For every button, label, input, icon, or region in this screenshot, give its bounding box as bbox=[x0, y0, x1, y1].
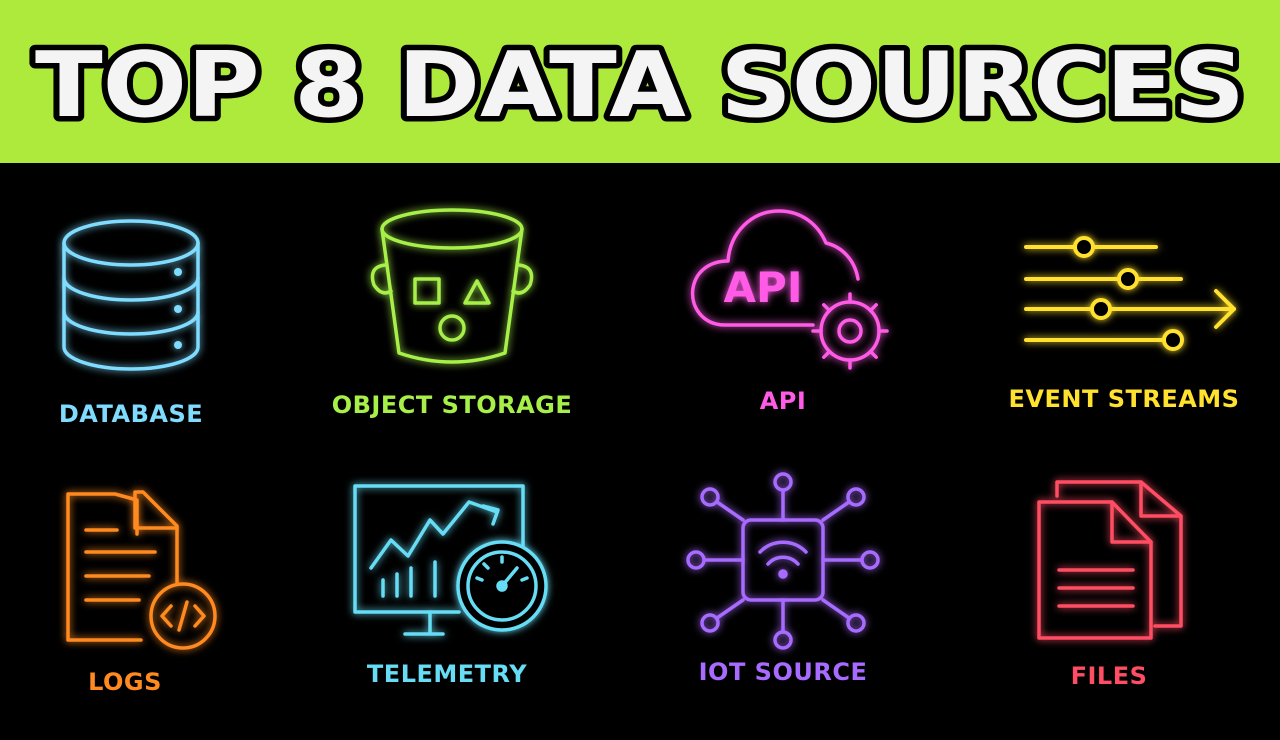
label-telemetry: TELEMETRY bbox=[366, 660, 528, 688]
source-database: DATABASE bbox=[0, 195, 281, 465]
label-object-storage: OBJECT STORAGE bbox=[331, 391, 573, 419]
api-icon-text: API bbox=[724, 263, 803, 312]
label-iot-source: IOT SOURCE bbox=[698, 658, 868, 686]
label-logs: LOGS bbox=[88, 668, 162, 696]
title-banner: TOP 8 DATA SOURCES bbox=[0, 0, 1280, 163]
source-logs: LOGS bbox=[0, 470, 275, 740]
source-files: FILES bbox=[959, 470, 1259, 740]
cloud-api-gear-icon: API bbox=[690, 209, 889, 370]
bucket-icon bbox=[370, 208, 534, 364]
files-icon bbox=[1037, 480, 1183, 640]
title-svg: TOP 8 DATA SOURCES bbox=[30, 28, 1251, 144]
gear-icon bbox=[811, 292, 889, 370]
monitor-gauge-icon bbox=[353, 484, 548, 636]
source-api: API API bbox=[633, 195, 933, 465]
label-api: API bbox=[759, 387, 807, 415]
source-event-streams: EVENT STREAMS bbox=[974, 195, 1274, 465]
database-icon bbox=[62, 219, 200, 371]
label-files: FILES bbox=[1070, 662, 1148, 690]
source-iot: IOT SOURCE bbox=[633, 470, 933, 740]
source-object-storage: OBJECT STORAGE bbox=[302, 195, 602, 465]
source-telemetry: TELEMETRY bbox=[297, 470, 597, 740]
label-database: DATABASE bbox=[58, 400, 204, 428]
label-event-streams: EVENT STREAMS bbox=[1008, 385, 1240, 413]
iot-chip-icon bbox=[686, 472, 880, 650]
log-file-code-icon bbox=[66, 490, 217, 650]
streams-icon bbox=[1024, 236, 1236, 351]
page-title: TOP 8 DATA SOURCES bbox=[35, 33, 1245, 138]
